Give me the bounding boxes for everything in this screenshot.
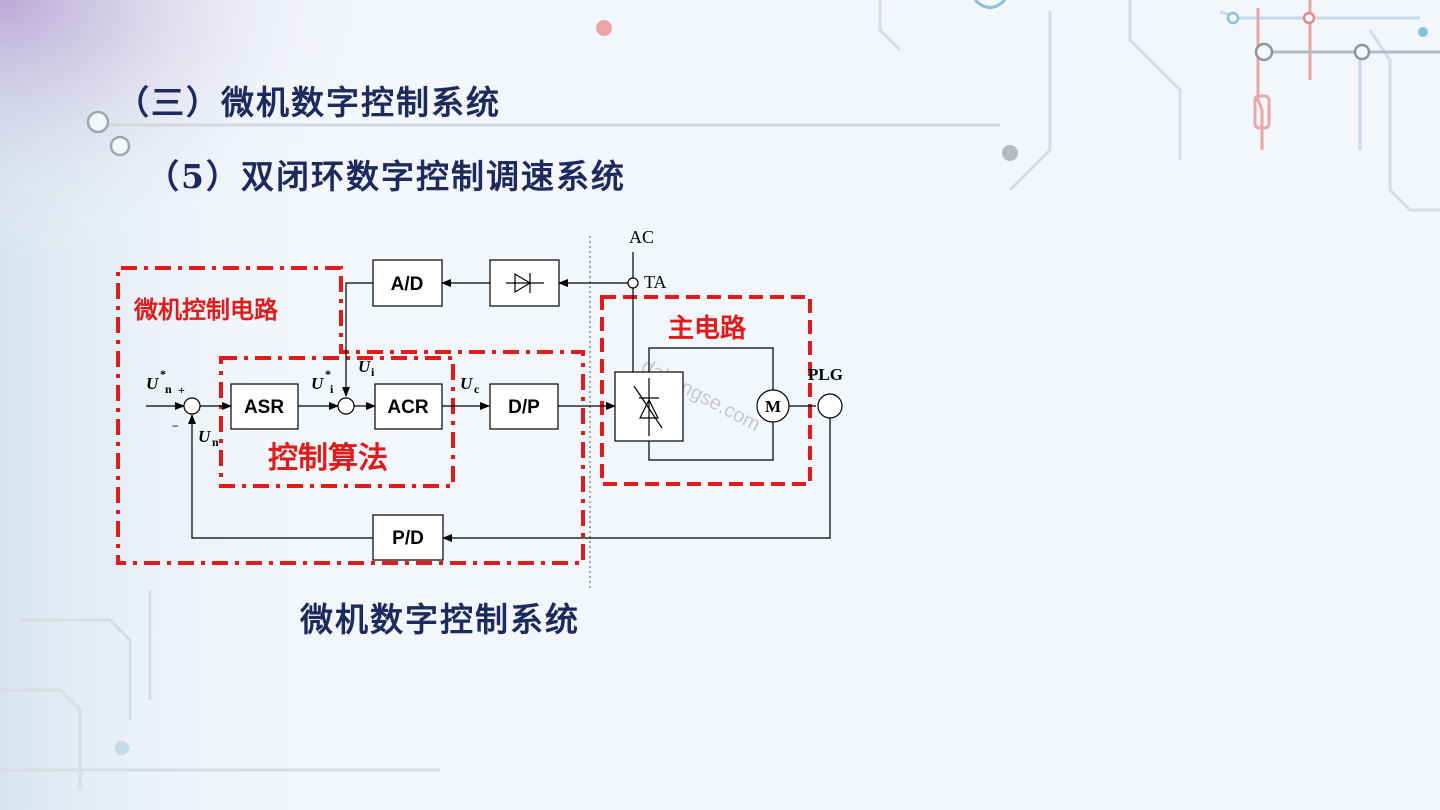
current-reference-symbol: U bbox=[311, 374, 324, 393]
acr-label: ACR bbox=[387, 397, 428, 418]
acr-block bbox=[374, 383, 443, 430]
speed-summing-junction bbox=[183, 397, 201, 415]
current-feedback-sub: i bbox=[371, 365, 375, 379]
ta-label: TA bbox=[644, 272, 667, 292]
plg-label: PLG bbox=[808, 365, 843, 384]
pd-block bbox=[372, 514, 444, 561]
plus-sign: + bbox=[178, 383, 185, 397]
current-summing-junction bbox=[337, 397, 355, 415]
section-heading: （三）微机数字控制系统 bbox=[116, 83, 501, 122]
pd-label: P/D bbox=[392, 528, 424, 549]
ad-block bbox=[372, 259, 443, 307]
speed-reference-symbol: U bbox=[146, 374, 159, 393]
thyristor-icon bbox=[633, 378, 663, 436]
motor-icon bbox=[756, 389, 790, 423]
asr-block bbox=[230, 383, 299, 430]
micro-circuit-label: 微机控制电路 bbox=[133, 295, 279, 324]
asr-label: ASR bbox=[244, 397, 284, 418]
dp-label: D/P bbox=[508, 397, 540, 418]
micro-circuit-region bbox=[116, 266, 585, 565]
minus-sign: − bbox=[172, 419, 179, 433]
diagram-caption: 微机数字控制系统 bbox=[300, 600, 580, 639]
algorithm-region bbox=[219, 356, 455, 488]
main-circuit-label: 主电路 bbox=[668, 313, 747, 344]
ac-label: AC bbox=[629, 227, 654, 247]
motor-label: M bbox=[765, 397, 781, 416]
main-circuit-region bbox=[600, 295, 812, 486]
dp-block bbox=[489, 383, 559, 430]
current-reference-sub: i bbox=[330, 382, 334, 396]
speed-reference-sup: * bbox=[160, 367, 166, 381]
speed-reference-sub: n bbox=[165, 382, 172, 396]
control-voltage-symbol: U bbox=[460, 374, 473, 393]
diode-icon bbox=[506, 272, 544, 294]
speed-feedback-sub: n bbox=[212, 435, 219, 449]
algorithm-label: 控制算法 bbox=[268, 441, 388, 476]
current-feedback-symbol: U bbox=[358, 357, 371, 376]
section-subheading: （5）双闭环数字控制调速系统 bbox=[146, 157, 626, 196]
ad-label: A/D bbox=[391, 274, 424, 295]
plg-encoder-icon bbox=[817, 393, 843, 419]
ta-node bbox=[627, 277, 639, 289]
speed-feedback-symbol: U bbox=[198, 427, 211, 446]
current-reference-sup: * bbox=[325, 367, 331, 381]
control-voltage-sub: c bbox=[474, 382, 480, 396]
